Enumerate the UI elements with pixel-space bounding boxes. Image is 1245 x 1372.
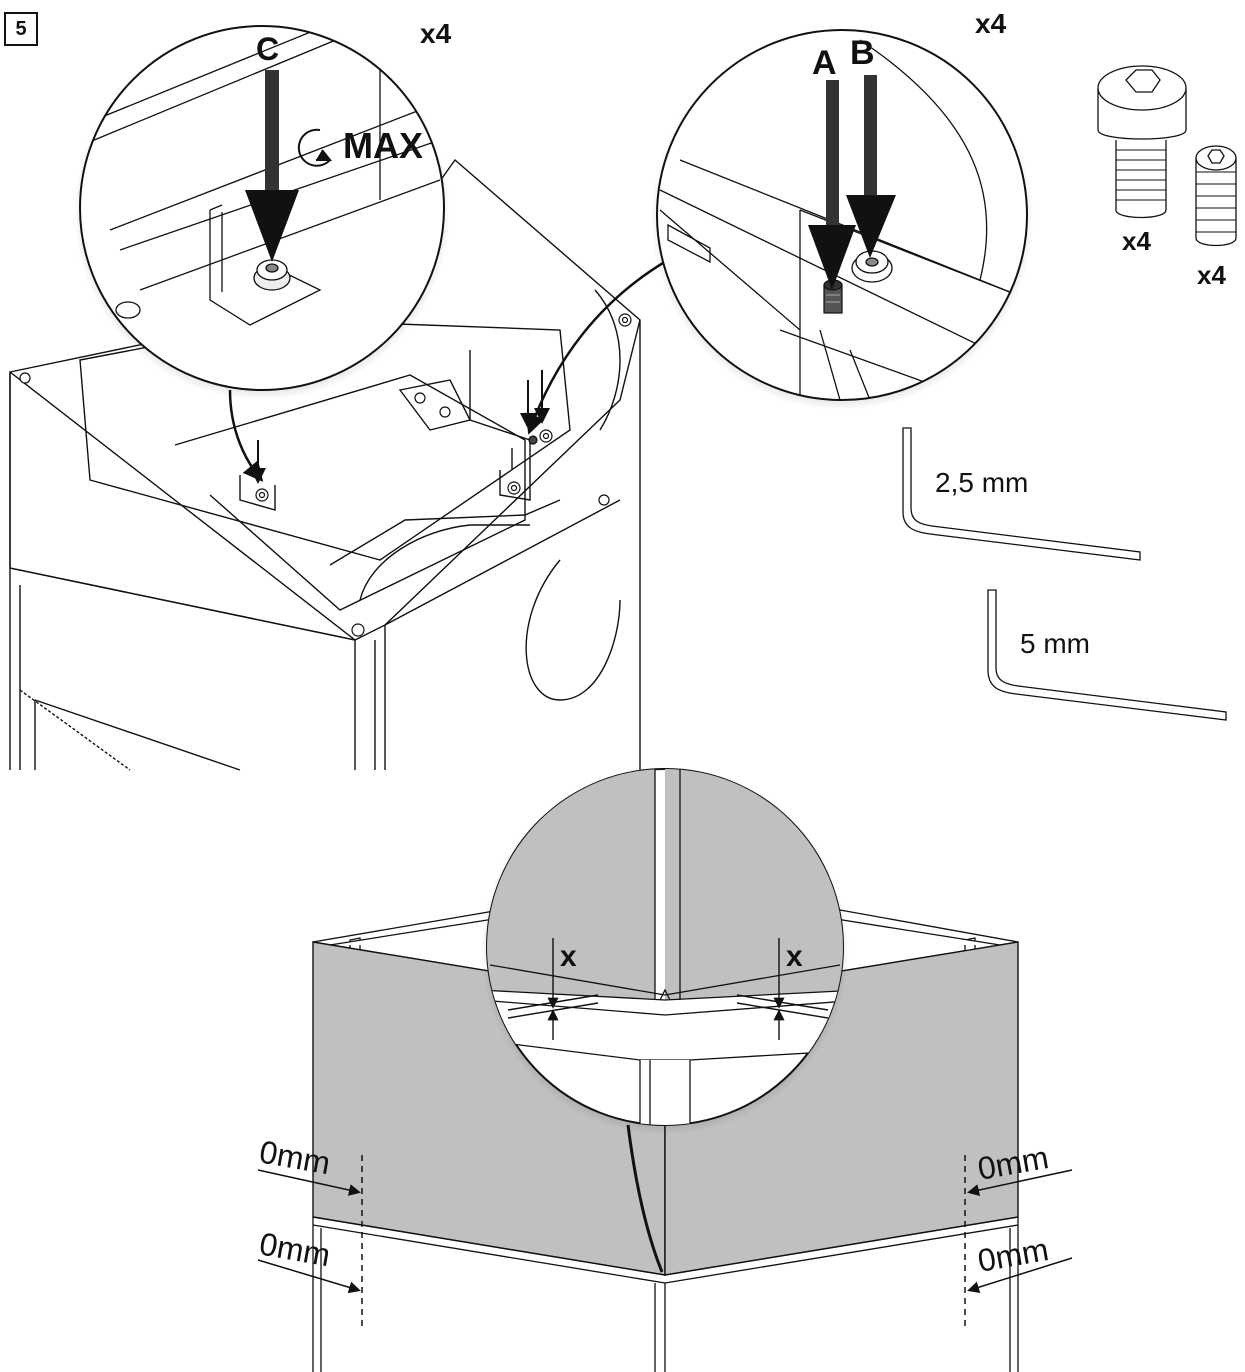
- allen-key-large-size: 5 mm: [1020, 628, 1090, 659]
- magnifier-x: [486, 768, 844, 1126]
- max-label: MAX: [343, 125, 423, 166]
- gap-label-left: x: [560, 940, 577, 973]
- bolt-quantity: x4: [1122, 226, 1151, 256]
- arrow-a: [808, 80, 856, 290]
- socket-screw-b: [851, 250, 893, 283]
- magnifier-leader: [626, 1124, 664, 1273]
- label-c: C: [256, 31, 279, 67]
- gap-marker-right: [736, 938, 829, 1040]
- quantity-left: x4: [420, 18, 452, 49]
- offset-arrows: [257, 1169, 1073, 1294]
- arrow-b: [846, 75, 896, 258]
- allen-key-large: [987, 589, 1227, 721]
- allen-key-small-size: 2,5 mm: [935, 467, 1028, 498]
- magnifier-ab: [656, 29, 1028, 401]
- allen-key-small: [902, 427, 1141, 561]
- fixing-screws: [19, 313, 632, 637]
- stove-body: [9, 158, 641, 771]
- arrow-c: [245, 70, 299, 262]
- grub-screw: [1195, 145, 1237, 247]
- label-a: A: [812, 44, 837, 82]
- socket-screw-c: [253, 259, 291, 291]
- gap-marker-left: [507, 938, 599, 1040]
- grub-quantity: x4: [1197, 260, 1226, 290]
- offset-lower-right: 0mm: [975, 1231, 1051, 1279]
- alignment-dashed-lines: [361, 1155, 966, 1330]
- socket-head-bolt: [1097, 65, 1187, 219]
- rotation-max-icon: [297, 128, 333, 167]
- step-number: 5: [4, 12, 38, 46]
- quantity-right: x4: [975, 8, 1007, 39]
- magnifier-c: [79, 25, 445, 391]
- leader-arrows: [228, 258, 669, 482]
- gap-label-right: x: [786, 940, 803, 973]
- label-b: B: [850, 34, 875, 72]
- base-frame: [312, 1216, 1019, 1372]
